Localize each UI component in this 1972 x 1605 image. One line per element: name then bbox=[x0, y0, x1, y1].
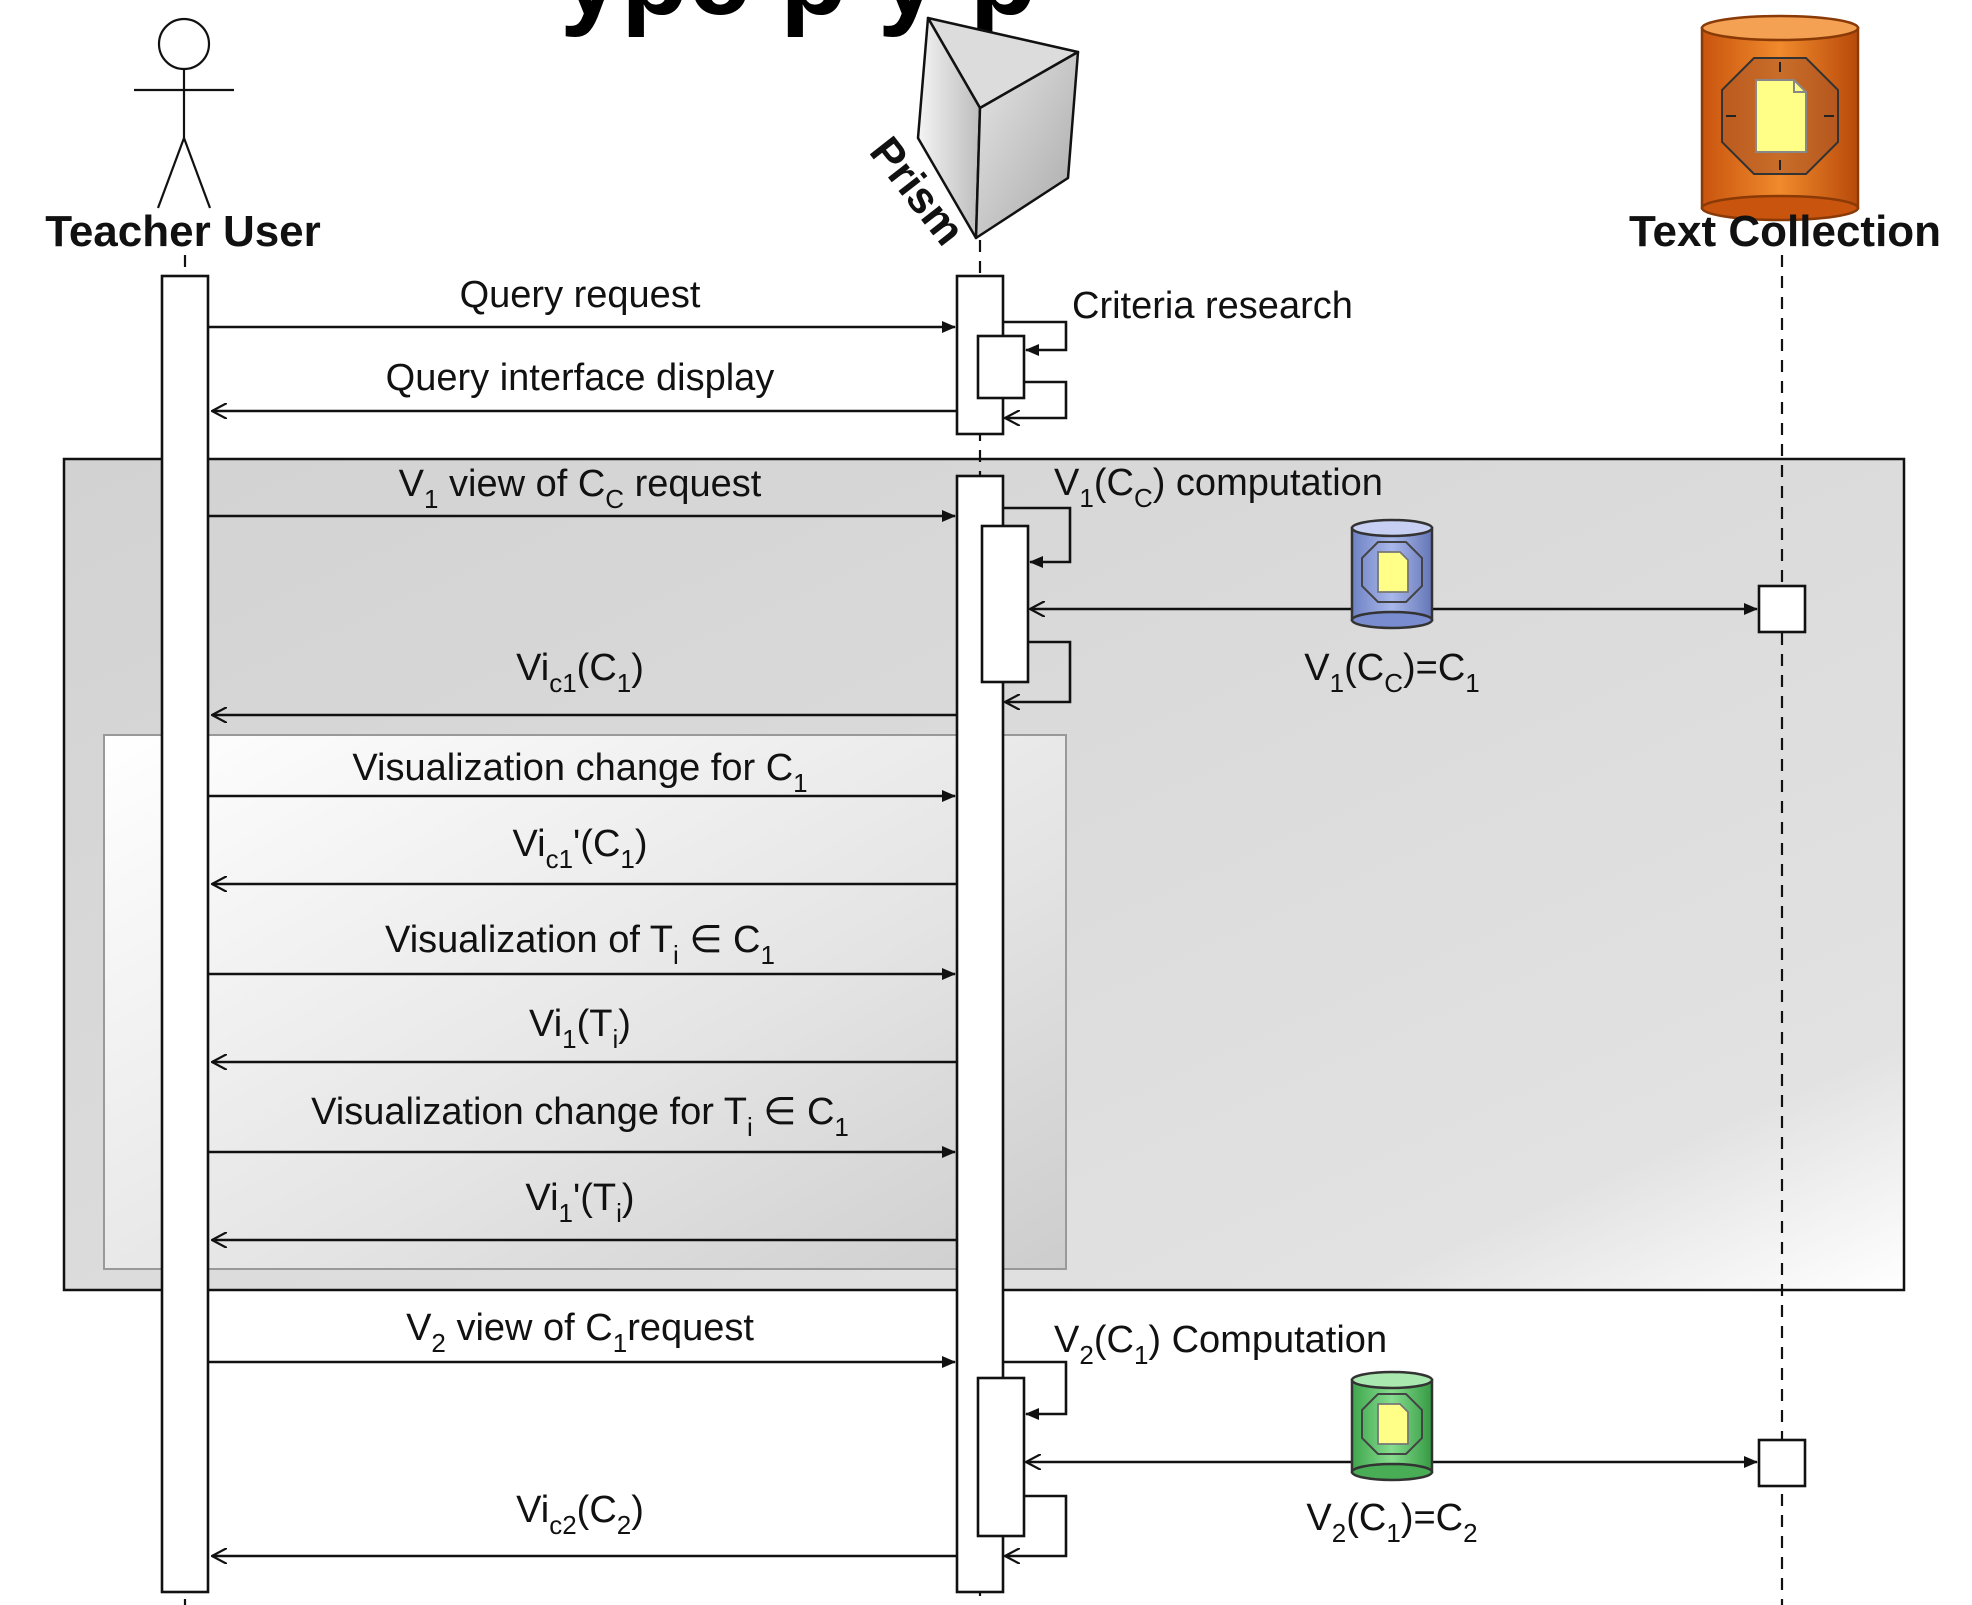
v2-computation-arrow bbox=[1003, 1360, 1068, 1420]
collection-actor: Text Collection bbox=[1629, 14, 1941, 256]
criteria-research-label: Criteria research bbox=[1072, 285, 1353, 327]
inner-loop-fragment bbox=[103, 734, 1067, 1270]
query-request-label: Query request bbox=[460, 274, 701, 316]
v1-computation-label: V1(CC) computation bbox=[1054, 462, 1383, 513]
v2-computation-label: V2(C1) Computation bbox=[1054, 1319, 1387, 1370]
prism-self-activation-1 bbox=[976, 334, 1026, 400]
prism-icon bbox=[916, 16, 1080, 240]
prism-self-activation-2 bbox=[980, 524, 1030, 684]
prism-self-activation-3 bbox=[976, 1376, 1026, 1538]
viz-change-c1-label: Visualization change for C1 bbox=[352, 747, 807, 798]
v2-result-label: V2(C1)=C2 bbox=[1306, 1497, 1477, 1548]
collection-label: Text Collection bbox=[1629, 207, 1941, 256]
vic1-label: Vic1(C1) bbox=[516, 647, 644, 698]
document-icon bbox=[1755, 79, 1807, 153]
collection-activation-2 bbox=[1757, 1438, 1807, 1488]
criteria-research-return bbox=[1005, 380, 1068, 418]
vic2-label: Vic2(C2) bbox=[516, 1489, 644, 1540]
v1-result-label: V1(CC)=C1 bbox=[1304, 647, 1479, 698]
v1-subset-cylinder-icon bbox=[1350, 518, 1434, 630]
viz-change-ti-label: Visualization change for Ti ∈ C1 bbox=[311, 1091, 849, 1142]
vi1-prime-ti-label: Vi1'(Ti) bbox=[525, 1177, 634, 1228]
v2-view-request-label: V2 view of C1request bbox=[406, 1307, 754, 1358]
criteria-research-arrow bbox=[1003, 320, 1068, 356]
teacher-actor: Teacher User bbox=[45, 17, 321, 256]
prism-actor: Prism bbox=[860, 16, 1080, 255]
v1-view-request-label: V1 view of CC request bbox=[399, 463, 762, 514]
v2-subset-cylinder-icon bbox=[1350, 1370, 1434, 1482]
teacher-activation bbox=[160, 274, 210, 1594]
viz-of-ti-label: Visualization of Ti ∈ C1 bbox=[385, 919, 775, 970]
collection-activation-1 bbox=[1757, 584, 1807, 634]
v1-document-icon bbox=[1377, 551, 1409, 593]
v2-document-icon bbox=[1377, 1403, 1409, 1445]
database-cylinder-icon bbox=[1700, 14, 1860, 222]
vic1-prime-label: Vic1'(C1) bbox=[512, 823, 647, 874]
v1-computation-arrow bbox=[1003, 506, 1072, 568]
v2-computation-return bbox=[1005, 1494, 1068, 1556]
teacher-label: Teacher User bbox=[45, 207, 321, 256]
vi1-ti-label: Vi1(Ti) bbox=[529, 1003, 631, 1054]
v1-computation-return bbox=[1005, 640, 1072, 702]
stick-figure-icon bbox=[134, 17, 234, 209]
query-interface-label: Query interface display bbox=[386, 357, 775, 399]
